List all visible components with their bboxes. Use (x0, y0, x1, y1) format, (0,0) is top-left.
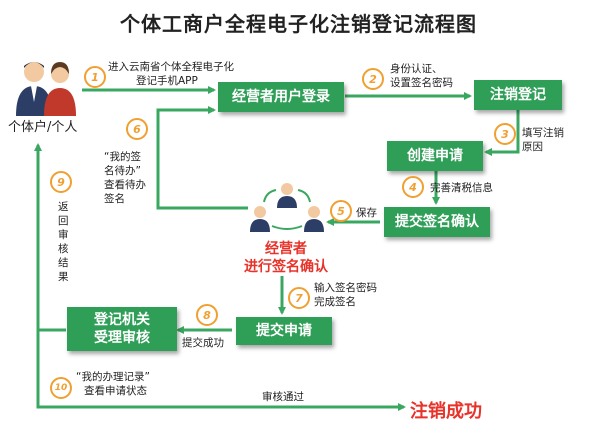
step-10-text: “我的办理记录”查看申请状态 (76, 371, 150, 397)
actor-group (10, 58, 82, 118)
submit-apply-box: 提交申请 (236, 317, 332, 345)
step-6-marker: 6 (126, 118, 148, 140)
step-5-marker: 5 (330, 200, 352, 222)
approved-label: 审核通过 (262, 391, 304, 403)
step-10-marker: 10 (50, 377, 72, 399)
actor-label: 个体户/个人 (8, 120, 78, 135)
create-apply-box: 创建申请 (387, 141, 483, 171)
step-5-text: 保存 (356, 207, 377, 219)
step-7-marker: 7 (288, 287, 310, 309)
signers-icon-group (246, 180, 328, 236)
step-9-marker: 9 (50, 171, 72, 193)
step-1-marker: 1 (84, 66, 106, 88)
success-label: 注销成功 (410, 401, 482, 422)
person-pair-icon (16, 62, 76, 116)
step-8-marker: 8 (196, 304, 218, 326)
submit-sign-box: 提交签名确认 (384, 207, 490, 237)
step-2-text: 身份认证、设置签名密码 (390, 63, 453, 89)
review-line2: 受理审核 (94, 330, 150, 346)
step-8-text: 提交成功 (182, 337, 224, 349)
page-title: 个体工商户全程电子化注销登记流程图 (120, 12, 477, 36)
step-4-marker: 4 (402, 176, 424, 198)
review-line1: 登记机关 (94, 312, 150, 328)
signers-label-line1: 经营者 (265, 241, 307, 257)
review-box: 登记机关 受理审核 (67, 307, 177, 351)
step-4-text: 完善清税信息 (430, 182, 493, 194)
step-3-text: 填写注销原因 (522, 127, 564, 153)
step-1-text: 进入云南省个体全程电子化登记手机APP (108, 61, 234, 87)
step-6-text: “我的签名待办” 查看待办签名 (104, 151, 146, 205)
people-cycle-icon (250, 183, 324, 232)
step-9-text: 返回 审核 结果 (58, 201, 69, 283)
step-2-marker: 2 (362, 68, 384, 90)
step-3-marker: 3 (494, 123, 516, 145)
step-7-text: 输入签名密码完成签名 (314, 282, 377, 308)
login-box: 经营者用户登录 (218, 82, 344, 112)
signers-label-line2: 进行签名确认 (244, 259, 328, 275)
cancel-register-box: 注销登记 (474, 80, 562, 110)
